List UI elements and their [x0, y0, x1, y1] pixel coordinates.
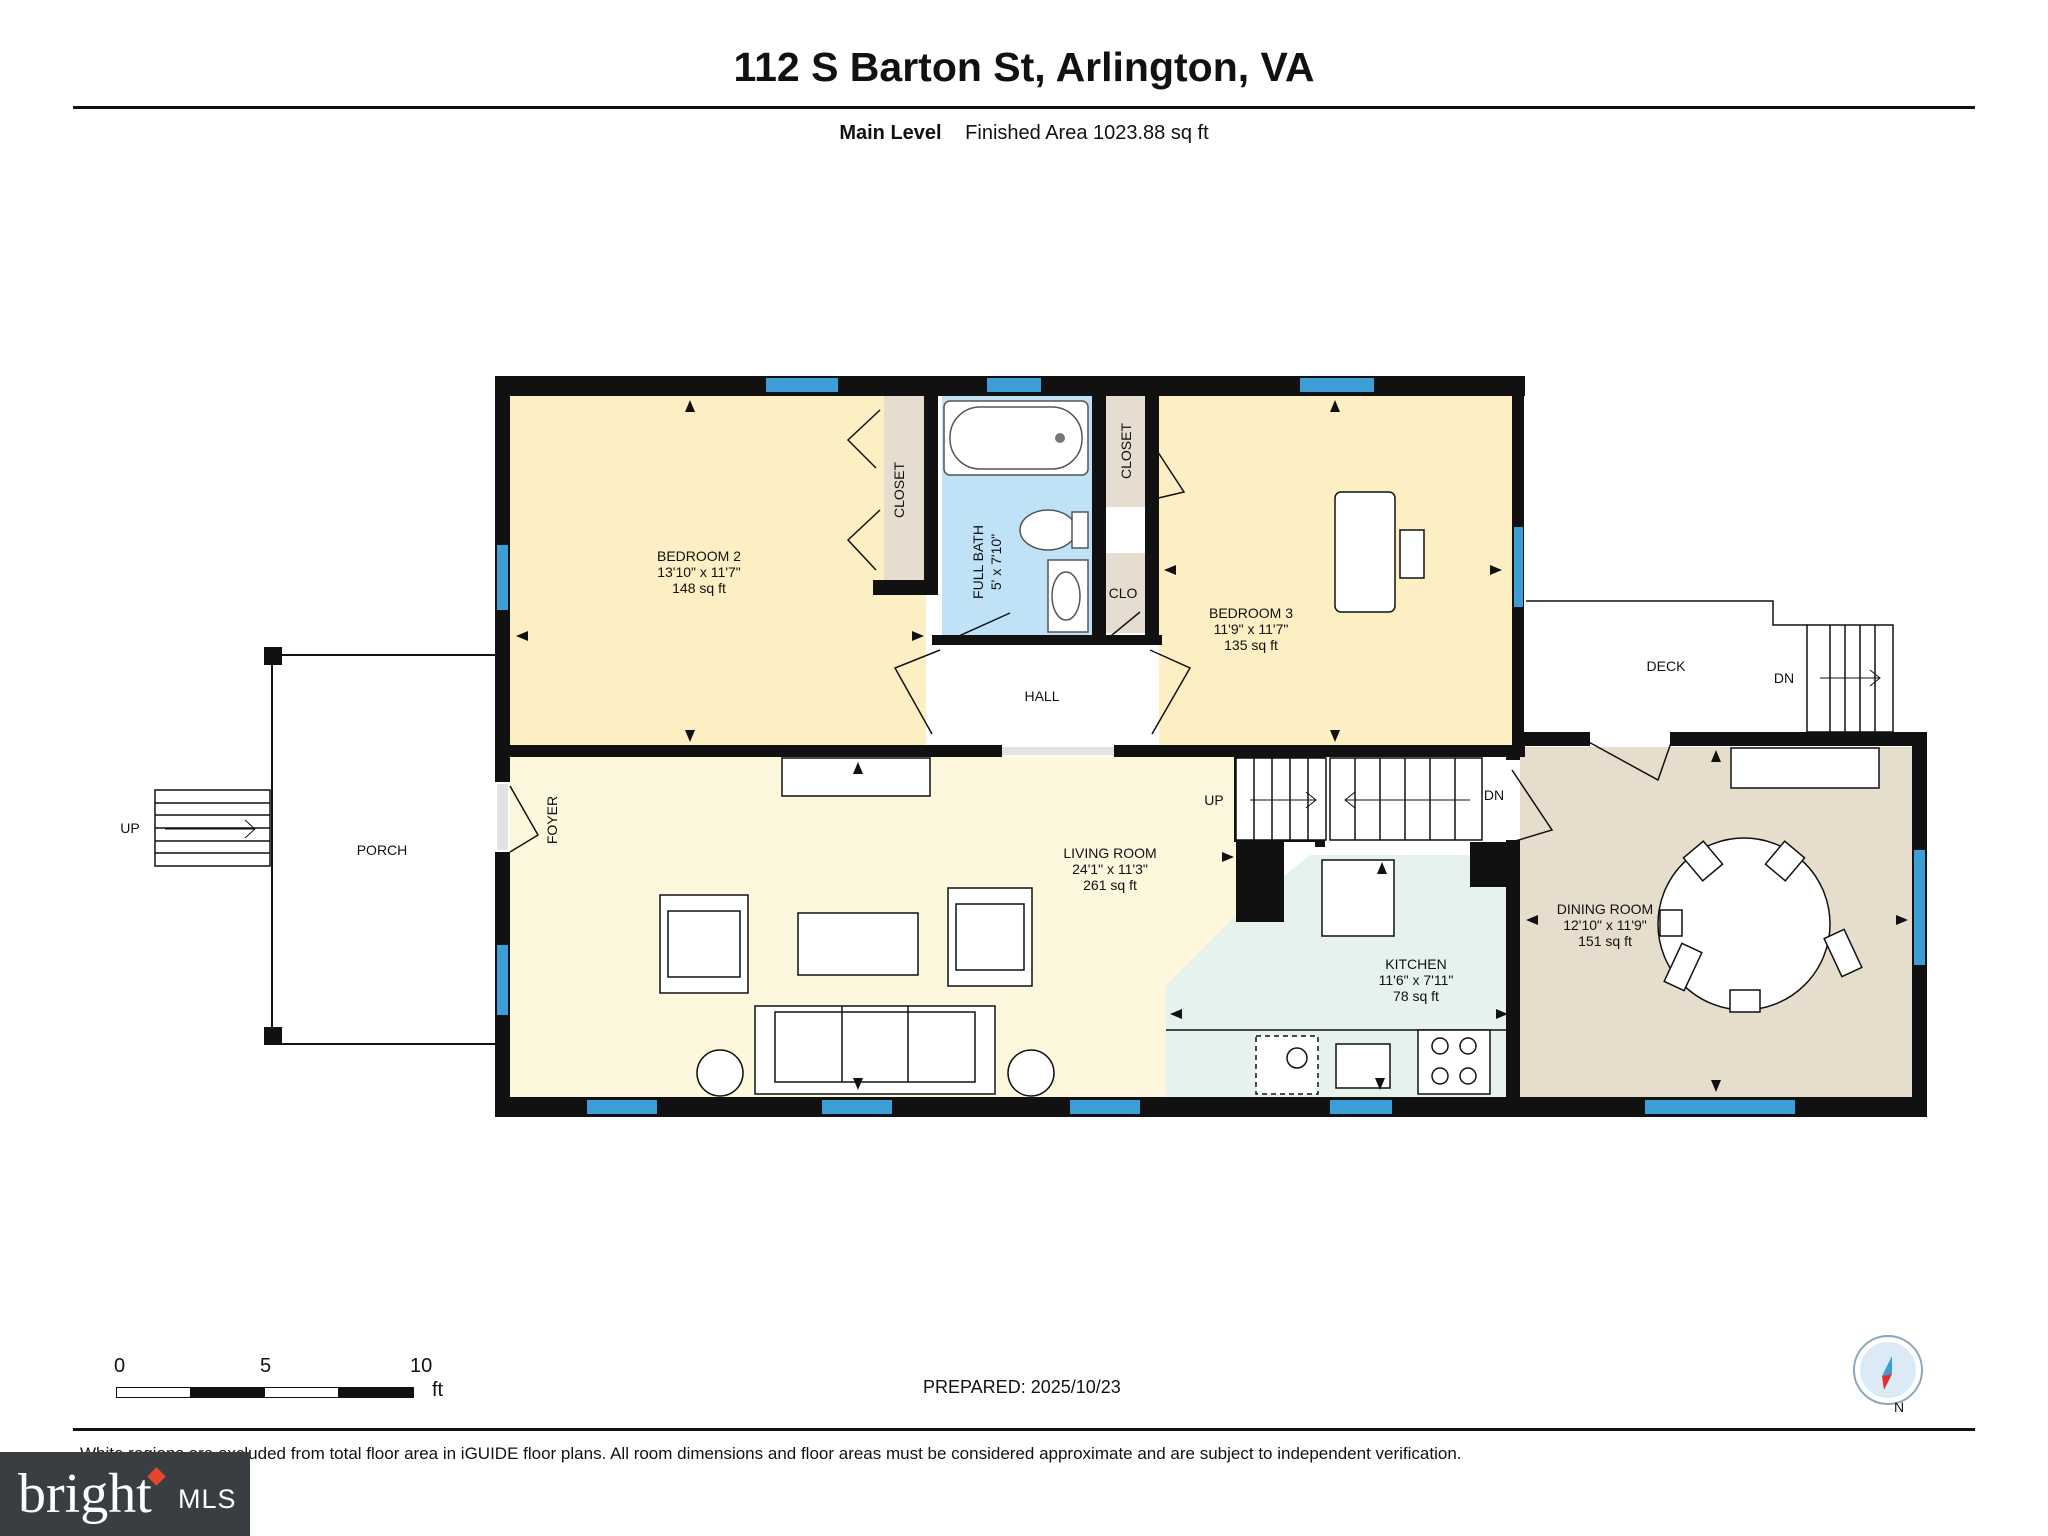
bedroom3-dims: 11'9" x 11'7"	[1214, 621, 1289, 637]
living-area: 261 sq ft	[1083, 877, 1137, 893]
fullbath-name: FULL BATH	[970, 525, 986, 599]
kitchen-name: KITCHEN	[1385, 956, 1446, 972]
bedroom2-area: 148 sq ft	[672, 580, 726, 596]
dining-dims: 12'10" x 11'9"	[1563, 917, 1647, 933]
bedroom2-dims: 13'10" x 11'7"	[657, 564, 741, 580]
level-label: Main Level	[839, 122, 942, 144]
clo-floor	[1103, 553, 1145, 633]
foyer-label: FOYER	[544, 796, 560, 844]
brightmls-logo: bright MLS	[0, 1452, 250, 1536]
disclaimer: White regions are excluded from total fl…	[80, 1444, 1462, 1463]
closet2-floor	[1106, 395, 1148, 507]
deck-outline	[1526, 600, 1894, 733]
clo-label: CLO	[1109, 585, 1138, 601]
living-furniture	[659, 757, 1055, 1097]
bedroom3-name: BEDROOM 3	[1209, 605, 1293, 621]
bedroom2-name: BEDROOM 2	[657, 548, 741, 564]
living-dims: 24'1" x 11'3"	[1072, 861, 1148, 877]
dining-name: DINING ROOM	[1557, 901, 1653, 917]
compass-icon: N	[1853, 1335, 1923, 1414]
living-stairs-up: UP	[1204, 792, 1223, 808]
desk	[1334, 491, 1425, 613]
finished-area: Finished Area 1023.88 sq ft	[965, 122, 1209, 144]
closet1-floor	[884, 395, 924, 585]
plan-title: 112 S Barton St, Arlington, VA	[733, 44, 1315, 90]
door-swings	[509, 409, 1673, 853]
porch-stairs-up: UP	[120, 820, 139, 836]
kitchen-dims: 11'6" x 7'11"	[1379, 972, 1454, 988]
compass-north-label: N	[1894, 1399, 1904, 1414]
scale-label-10: 10	[410, 1355, 433, 1377]
kitchen-area: 78 sq ft	[1393, 988, 1439, 1004]
closet1-label: CLOSET	[891, 462, 907, 518]
dining-furniture	[1657, 747, 1880, 1013]
dimension-arrows	[516, 400, 1908, 1092]
prepared-date: PREPARED: 2025/10/23	[923, 1377, 1121, 1397]
scale-bar: 0 5 10 ft	[110, 1355, 450, 1405]
dining-area: 151 sq ft	[1578, 933, 1632, 949]
fullbath-dims: 5' x 7'10"	[988, 534, 1004, 590]
logo-suffix: MLS	[178, 1484, 237, 1514]
title-rule	[73, 106, 1975, 109]
deck-stairs-dn: DN	[1774, 670, 1794, 686]
living-stairs-dn: DN	[1484, 787, 1504, 803]
living-name: LIVING ROOM	[1063, 845, 1156, 861]
windows	[497, 378, 1925, 1114]
logo-brand: bright	[18, 1463, 152, 1525]
hall-label: HALL	[1024, 688, 1059, 704]
hall-floor	[942, 640, 1150, 750]
closet2-label: CLOSET	[1118, 423, 1134, 479]
scale-label-0: 0	[114, 1355, 126, 1377]
scale-unit: ft	[432, 1379, 444, 1401]
scale-label-5: 5	[260, 1355, 272, 1377]
bedroom3-area: 135 sq ft	[1224, 637, 1278, 653]
footer-rule	[73, 1428, 1975, 1431]
deck-label: DECK	[1647, 658, 1687, 674]
bath-fixtures	[943, 400, 1089, 633]
interior-stairs	[1235, 757, 1483, 841]
porch-stairs	[154, 789, 271, 867]
porch-label: PORCH	[357, 842, 408, 858]
plan-subtitle: Main Level Finished Area 1023.88 sq ft	[0, 122, 2048, 145]
bedroom2-floor	[508, 395, 926, 748]
porch-outline	[271, 654, 495, 1045]
